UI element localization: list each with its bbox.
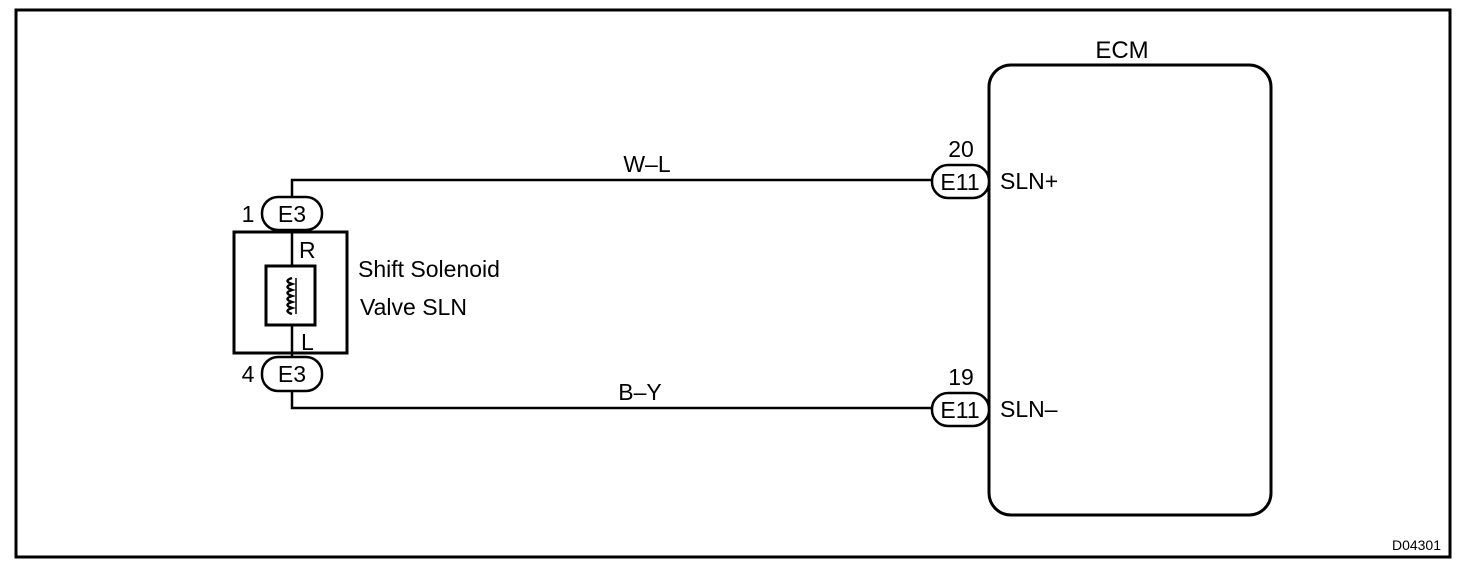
connector-label: E11	[940, 397, 979, 423]
ecm-pin-number: 19	[948, 364, 974, 390]
connector-label: E11	[940, 169, 979, 195]
ecm-connector-pin-19: 19 E11 SLN–	[930, 364, 1058, 428]
ecm-signal-label: SLN–	[1000, 396, 1058, 422]
wire-w-l	[290, 178, 932, 197]
connector-e3-top	[260, 195, 324, 232]
solenoid-box	[232, 230, 349, 355]
ecm-pin-number: 20	[948, 136, 974, 162]
connector-e3-bottom	[260, 355, 324, 393]
ecm-signal-label: SLN+	[1000, 168, 1058, 194]
wire-b-y-label: B–Y	[618, 379, 661, 405]
ecm-box	[987, 63, 1273, 517]
diagram-frame	[14, 8, 1452, 559]
connector-e11-bottom	[930, 391, 991, 428]
terminal-r-label: R	[299, 237, 316, 263]
connector-label: E3	[278, 201, 306, 227]
solenoid-connector-pin-1: 1 E3	[242, 195, 324, 232]
solenoid-name-line2: Valve SLN	[360, 294, 467, 320]
ecm-label: ECM	[1095, 37, 1148, 64]
solenoid-pin-number: 1	[242, 201, 255, 227]
wire-w-l-label: W–L	[623, 151, 671, 177]
coil-icon	[286, 276, 296, 316]
connector-label: E3	[278, 361, 306, 387]
solenoid-coil-housing	[264, 264, 317, 327]
solenoid-pin-number: 4	[242, 361, 255, 387]
figure-code: D04301	[1392, 537, 1441, 553]
ecm-connector-pin-20: 20 E11 SLN+	[930, 136, 1058, 200]
terminal-l-label: L	[301, 329, 314, 355]
wire-b-y	[290, 391, 932, 410]
connector-e11-top	[930, 163, 991, 200]
solenoid-name-line1: Shift Solenoid	[358, 256, 500, 282]
solenoid-connector-pin-4: 4 E3	[242, 355, 324, 393]
